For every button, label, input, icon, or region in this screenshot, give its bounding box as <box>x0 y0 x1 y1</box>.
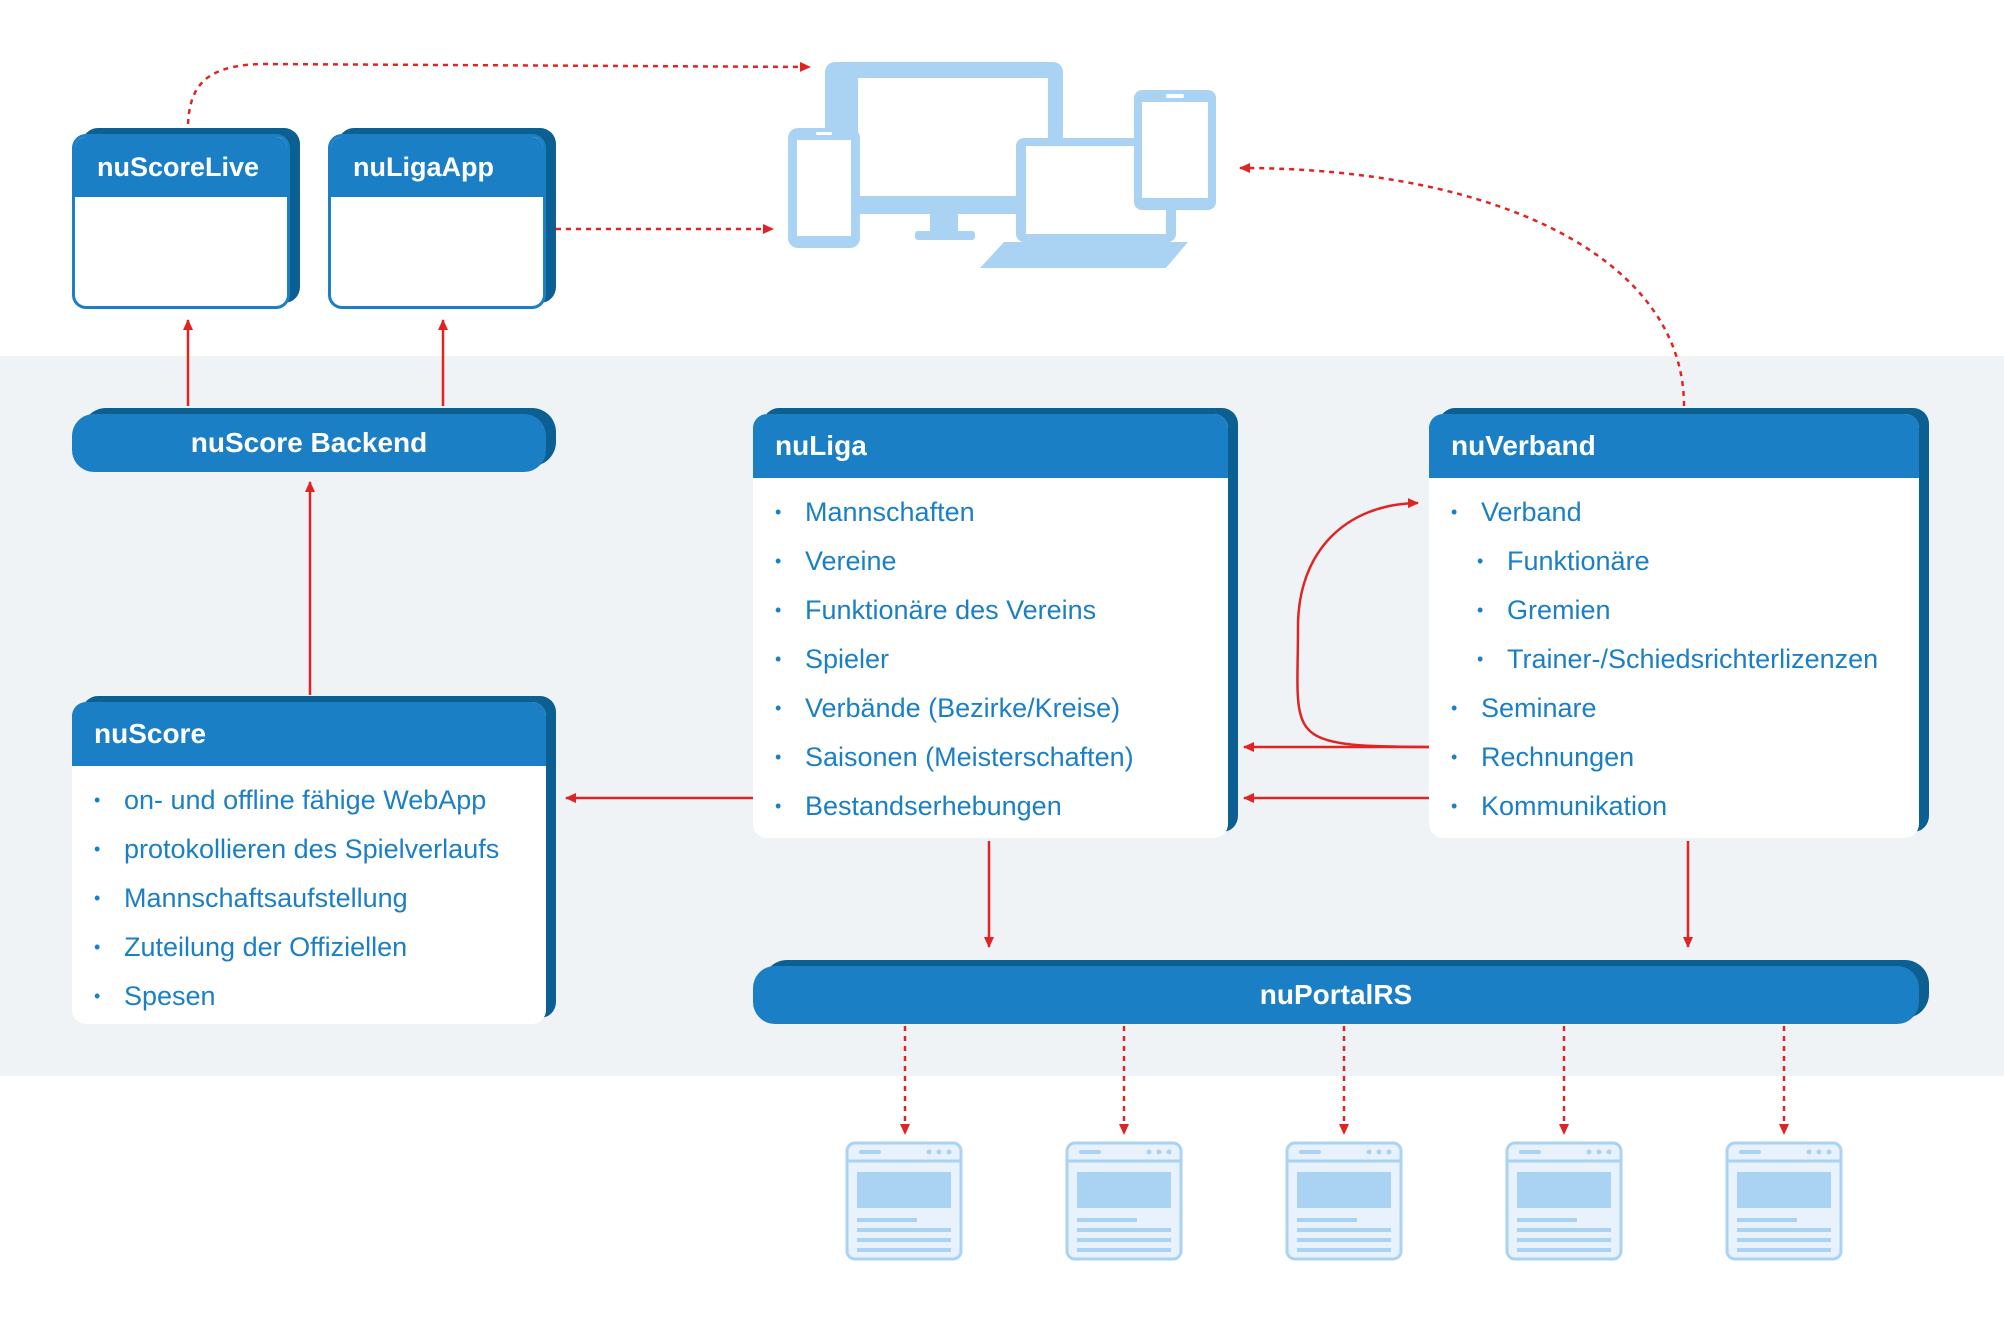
list-item: Funktionäre <box>1451 537 1919 586</box>
list-item: Seminare <box>1451 684 1919 733</box>
webpage-icon <box>845 1141 963 1261</box>
nuscorelive-title: nuScoreLive <box>75 137 287 197</box>
list-item: Rechnungen <box>1451 733 1919 782</box>
nuscorelive-box: nuScoreLive <box>72 128 300 309</box>
list-item: Gremien <box>1451 586 1919 635</box>
nuscore-title: nuScore <box>72 702 546 766</box>
list-item: Mannschaften <box>775 488 1228 537</box>
nuportalrs-bar: nuPortalRS <box>753 960 1929 1024</box>
list-item: Bestandserhebungen <box>775 782 1228 831</box>
list-item: Zuteilung der Offiziellen <box>94 923 546 972</box>
list-item: Verband <box>1451 488 1919 537</box>
list-item: Mannschaftsaufstellung <box>94 874 546 923</box>
list-item: protokollieren des Spielverlaufs <box>94 825 546 874</box>
nuligaapp-box: nuLigaApp <box>328 128 556 309</box>
webpage-icon <box>1505 1141 1623 1261</box>
list-item: Vereine <box>775 537 1228 586</box>
nuscore-backend-title: nuScore Backend <box>72 414 546 472</box>
devices-icon <box>788 62 1216 268</box>
list-item: on- und offline fähige WebApp <box>94 776 546 825</box>
list-item: Verbände (Bezirke/Kreise) <box>775 684 1228 733</box>
nuligaapp-title: nuLigaApp <box>331 137 543 197</box>
nuliga-list: Mannschaften Vereine Funktionäre des Ver… <box>753 478 1228 831</box>
webpage-icon <box>1725 1141 1843 1261</box>
nuscore-box: nuScore on- und offline fähige WebApp pr… <box>72 696 556 1024</box>
list-item: Kommunikation <box>1451 782 1919 831</box>
list-item: Trainer-/Schiedsrichterlizenzen <box>1451 635 1919 684</box>
nuportalrs-title: nuPortalRS <box>753 966 1919 1024</box>
nuliga-title: nuLiga <box>753 414 1228 478</box>
webpage-icon <box>1285 1141 1403 1261</box>
nuverband-list: Verband Funktionäre Gremien Trainer-/Sch… <box>1429 478 1919 831</box>
list-item: Spieler <box>775 635 1228 684</box>
list-item: Funktionäre des Vereins <box>775 586 1228 635</box>
nuverband-box: nuVerband Verband Funktionäre Gremien Tr… <box>1429 408 1929 838</box>
list-item: Spesen <box>94 972 546 1021</box>
nuscore-backend-bar: nuScore Backend <box>72 408 556 472</box>
list-item: Saisonen (Meisterschaften) <box>775 733 1228 782</box>
webpage-icon <box>1065 1141 1183 1261</box>
nuverband-title: nuVerband <box>1429 414 1919 478</box>
nuliga-box: nuLiga Mannschaften Vereine Funktionäre … <box>753 408 1238 838</box>
nuscore-list: on- und offline fähige WebApp protokolli… <box>72 766 546 1021</box>
